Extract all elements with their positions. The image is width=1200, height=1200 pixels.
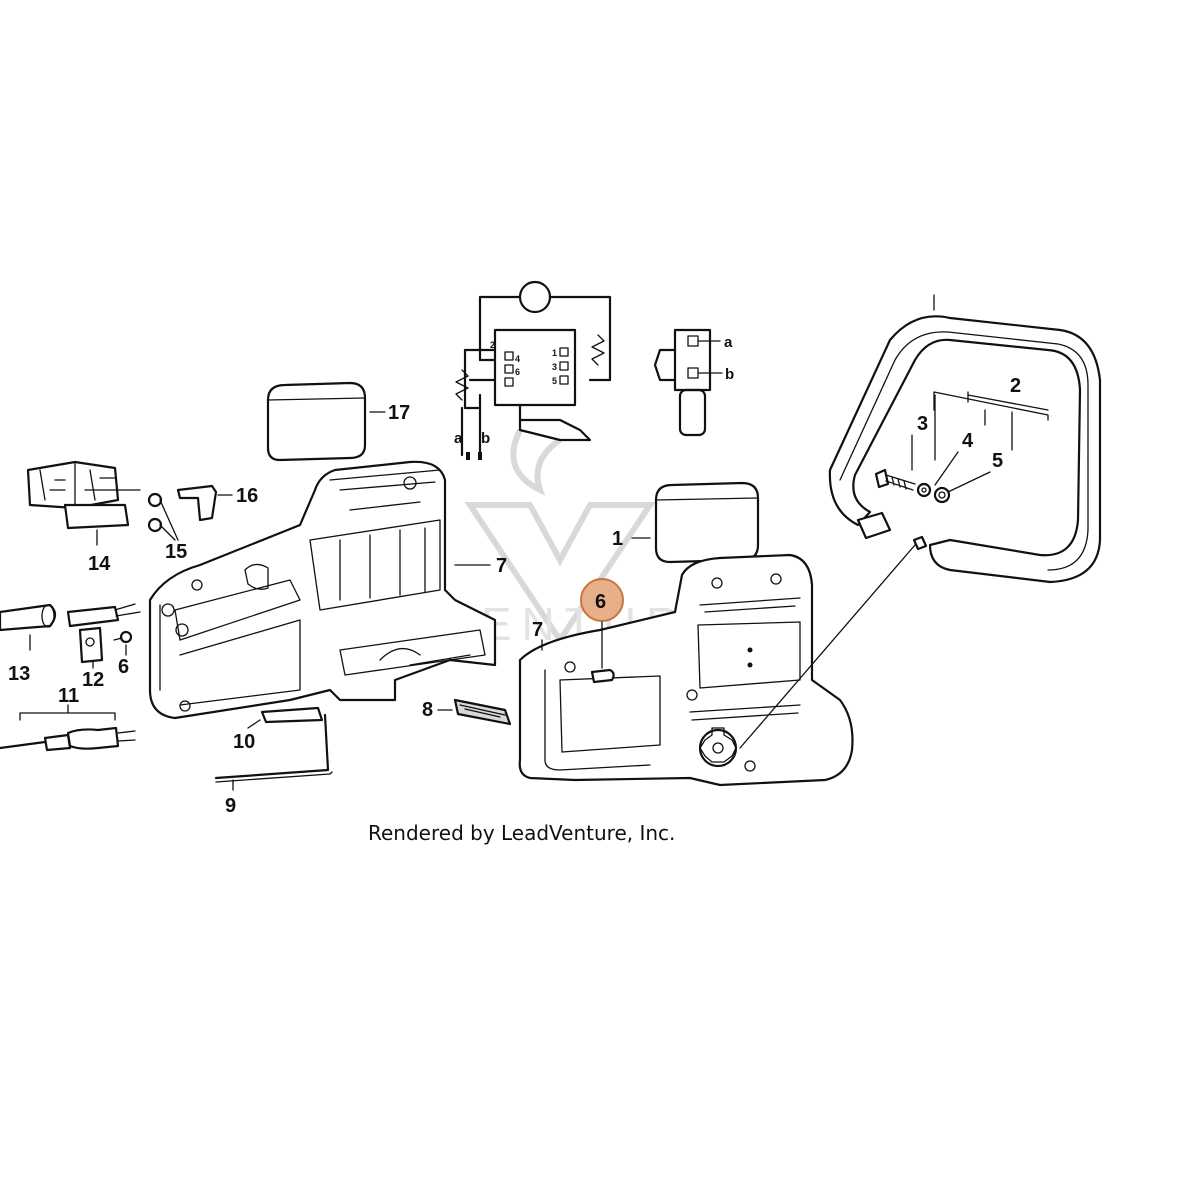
part-14-switch: 14 [26,460,141,575]
callout-6-highlight: 6 [595,591,606,613]
part-17-label: 17 [266,381,410,462]
callout-7-left: 7 [496,555,507,577]
motor-symbol [518,280,552,314]
part-16-clip: 16 [176,484,258,522]
callout-7-right: 7 [532,619,543,641]
callout-14: 14 [88,553,111,575]
callout-9: 9 [225,795,236,817]
terminal-label: 5 [552,376,557,386]
callout-16: 16 [236,485,258,507]
callout-5: 5 [992,450,1003,472]
callout-12: 12 [82,669,104,691]
callout-17: 17 [388,402,410,424]
part-1-label: 1 [612,481,760,626]
callout-6-left: 6 [118,656,129,678]
callout-4: 4 [962,430,974,452]
callout-3: 3 [917,413,928,435]
callout-15: 15 [165,541,187,563]
switch-label-a: a [724,334,733,351]
gear-icon [698,727,738,768]
part-15-screws: 15 [147,492,187,563]
terminal-label: 3 [552,362,557,372]
wire-label-a: a [454,430,463,447]
callout-6-highlight-badge[interactable] [580,578,624,622]
callout-11: 11 [58,685,79,707]
left-housing: 7 [148,460,507,720]
wire-label-b: b [481,430,490,447]
wiring-schematic: 2 4 6 1 3 5 a b [454,280,612,460]
part-6-screw-highlight[interactable]: 6 [580,578,624,684]
switch-body [673,328,712,392]
switch-schematic: a b [653,328,734,437]
part-10-label: 10 [233,706,324,753]
callout-13: 13 [8,663,30,685]
part-13-grip: 13 [0,603,141,685]
part-12-clamp: 12 [78,626,104,691]
terminal-label: 6 [515,367,520,377]
terminal-label: 2 [490,340,495,350]
part-2-handle: 2 3 4 5 [828,294,1102,584]
right-housing: 7 [518,553,854,787]
caption: Rendered by LeadVenture, Inc. [368,821,675,845]
switch-label-b: b [725,366,734,383]
part-8-pad: 8 [422,698,512,726]
switch-block [493,328,577,407]
terminal-label: 4 [515,354,520,364]
part-6-screw-left: 6 [113,630,133,678]
parts-3-4-5-hardware [874,468,951,504]
callout-1: 1 [612,528,623,550]
part-11-cord: 11 [0,685,136,752]
handle-leader [739,535,928,749]
callout-2: 2 [1010,375,1021,397]
callout-8: 8 [422,699,433,721]
part-9-hex-key: 9 [214,713,333,817]
terminal-label: 1 [552,348,557,358]
callout-10: 10 [233,731,255,753]
